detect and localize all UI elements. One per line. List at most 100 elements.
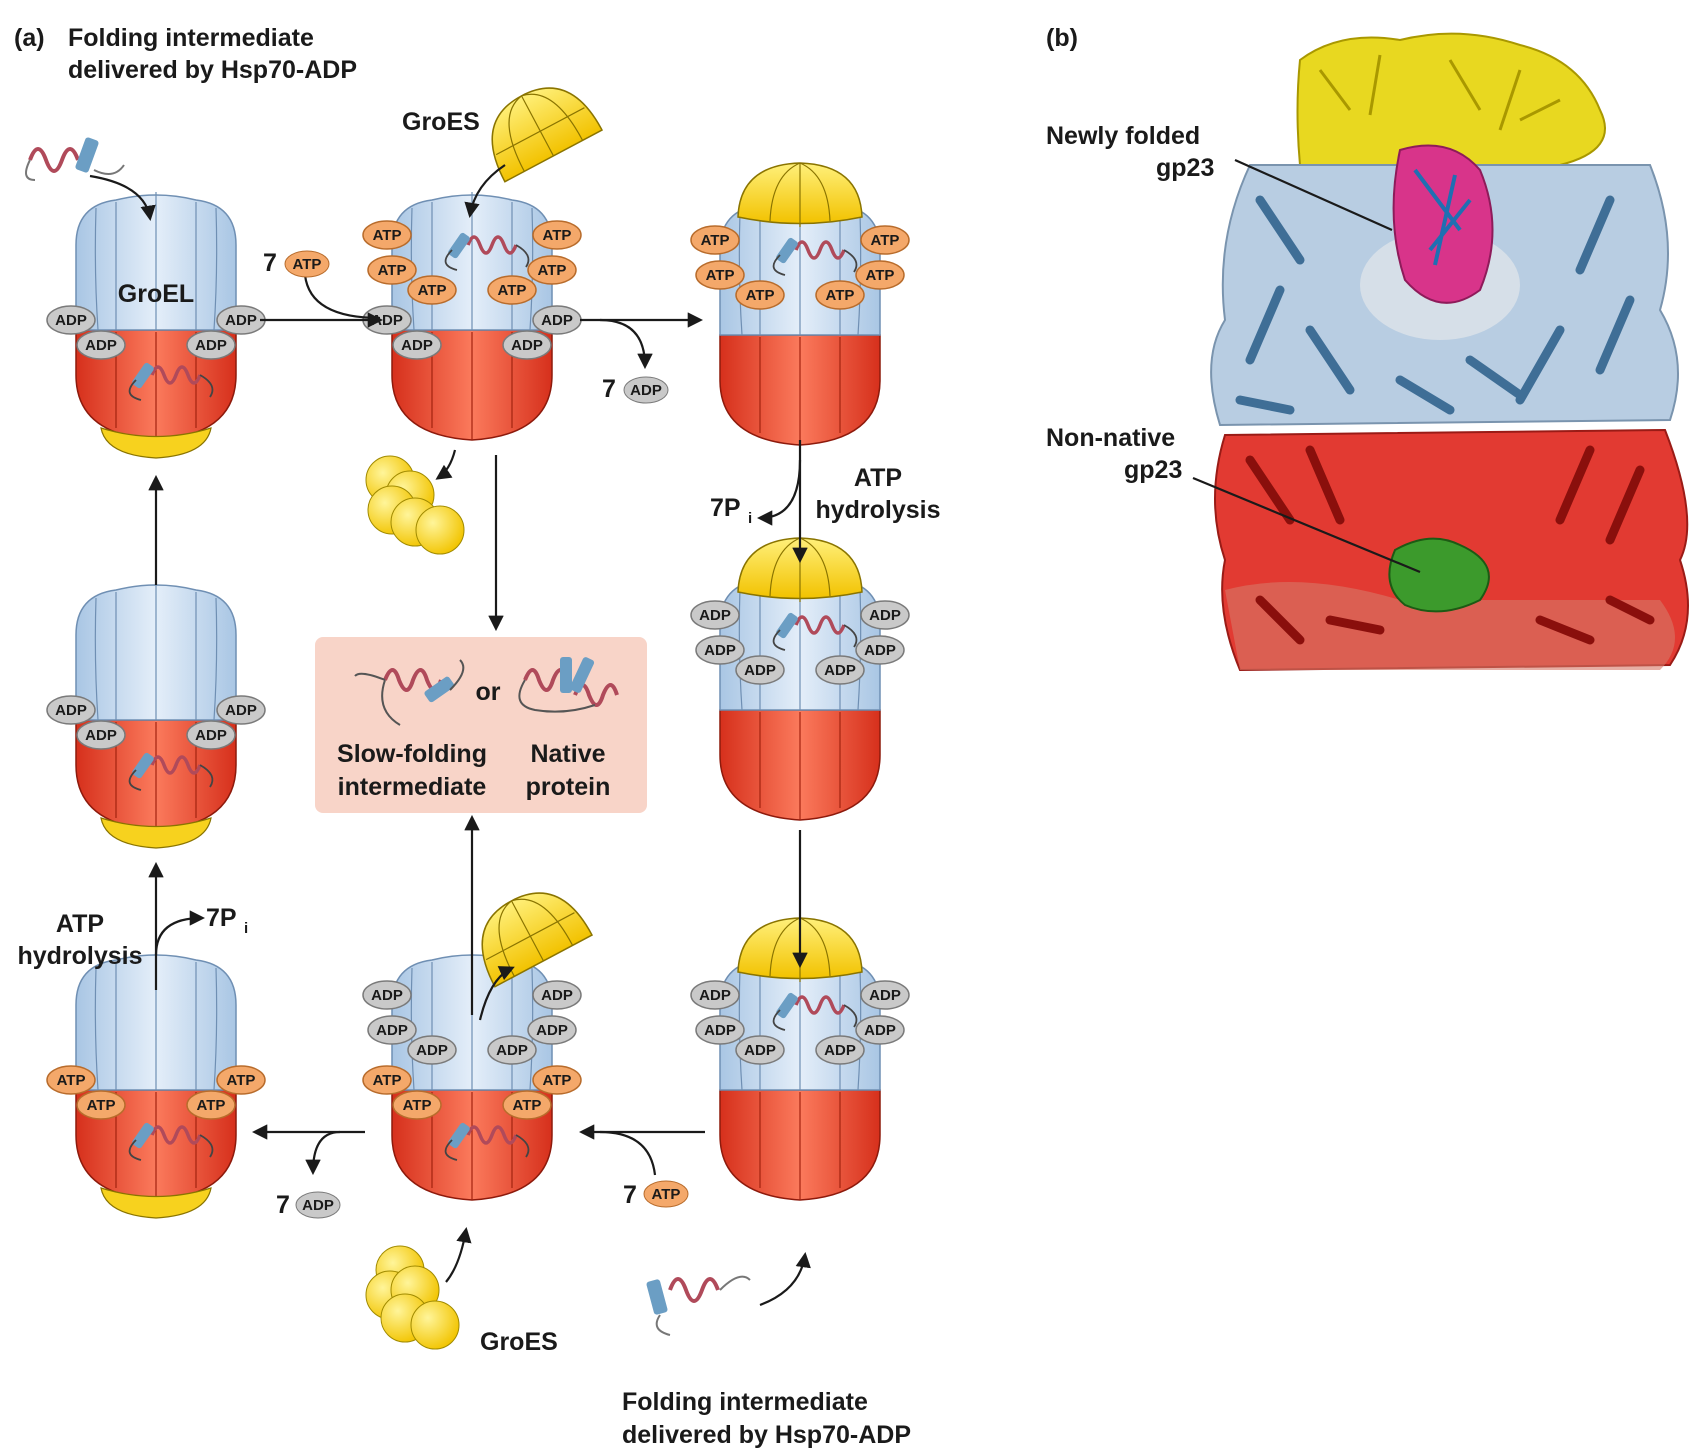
arrow-pi-release-2 [154,910,206,956]
seven-atp-in-1: 7 ATP [263,249,330,278]
delivered-protein-top [25,137,125,181]
svg-text:ATP: ATP [378,262,407,279]
nonnative-label-line1: Non-native [1046,424,1175,452]
groes-ball-cluster-bottom [365,1245,460,1350]
adp-chip: ADP [186,330,236,360]
atp-chip: ATP [532,220,582,250]
native-protein-label-line2: protein [526,773,611,801]
adp-chip: ADP [695,635,745,665]
atp-chip: ATP [487,275,537,305]
atp-hydrolysis-1-line2: hydrolysis [815,496,940,524]
adp-chip: ADP [76,720,126,750]
svg-text:i: i [244,920,248,937]
svg-text:ADP: ADP [371,987,403,1004]
svg-text:ADP: ADP [416,1042,448,1059]
svg-text:7: 7 [263,249,277,277]
adp-chip: ADP [860,980,910,1010]
substrate-protein-icon [128,362,214,401]
svg-text:ADP: ADP [630,382,662,399]
adp-chip: ADP [392,330,442,360]
newly-folded-label-line1: Newly folded [1046,122,1200,150]
seven-pi-out-1: 7P i [710,494,752,527]
groel-label: GroEL [118,280,194,308]
slow-folding-label-line1: Slow-folding [337,740,487,768]
svg-text:ADP: ADP [541,987,573,1004]
top-delivery-label-line1: Folding intermediate [68,24,314,52]
cryo-em-structure [1192,32,1689,672]
adp-chip: ADP [735,1035,785,1065]
svg-text:ADP: ADP [225,702,257,719]
native-protein-label-line1: Native [530,740,605,768]
svg-text:ADP: ADP [195,337,227,354]
adp-chip: ADP [855,1015,905,1045]
or-label: or [476,678,501,706]
adp-chip: ADP [690,980,740,1010]
svg-text:ATP: ATP [652,1186,681,1203]
atp-chip: ATP [362,1065,412,1095]
svg-text:ATP: ATP [706,267,735,284]
native-protein-icon [518,657,619,713]
svg-text:ATP: ATP [373,1072,402,1089]
svg-text:ATP: ATP [543,1072,572,1089]
delivered-protein-bottom [646,1275,751,1336]
groes-label-bottom: GroES [480,1328,558,1356]
adp-chip: ADP [46,305,96,335]
leader-line-newly-folded [1234,158,1393,232]
atp-chip: ATP [392,1090,442,1120]
seven-adp-out-1: 7 ADP [602,375,669,404]
svg-text:ATP: ATP [418,282,447,299]
arrow-atp-join-1 [303,274,381,320]
slow-folding-label-line2: intermediate [338,773,487,801]
adp-chip: ADP [815,1035,865,1065]
seven-pi-out-2: 7P i [206,904,248,937]
substrate-protein-icon [128,1122,214,1161]
svg-text:ATP: ATP [871,232,900,249]
adp-chip: ADP [690,600,740,630]
atp-chip: ATP [532,1065,582,1095]
svg-text:ADP: ADP [85,337,117,354]
newly-folded-label-line2: gp23 [1156,154,1214,182]
arrow-adp-release-2 [305,1130,341,1176]
arrow-pi-release-1 [756,459,802,526]
adp-chip: ADP [186,720,236,750]
svg-text:ADP: ADP [302,1197,334,1214]
adp-chip: ADP [855,635,905,665]
substrate-protein-icon [444,232,530,271]
svg-text:ADP: ADP [401,337,433,354]
svg-text:ADP: ADP [496,1042,528,1059]
atp-chip: ATP [502,1090,552,1120]
atp-chip: ATP [76,1090,126,1120]
atp-chip: ATP [527,255,577,285]
seven-adp-out-2: 7 ADP [276,1191,341,1219]
svg-text:7: 7 [623,1181,637,1209]
svg-text:7: 7 [276,1191,290,1219]
svg-text:ATP: ATP [826,287,855,304]
arrow-adp-release-1 [599,318,653,370]
svg-text:ATP: ATP [746,287,775,304]
svg-text:ADP: ADP [536,1022,568,1039]
adp-chip: ADP [695,1015,745,1045]
adp-chip: ADP [367,1015,417,1045]
top-delivery-label-line2: delivered by Hsp70-ADP [68,56,357,84]
seven-atp-in-2: 7 ATP [623,1180,689,1209]
svg-text:ADP: ADP [744,662,776,679]
svg-text:ATP: ATP [403,1097,432,1114]
arrow-delivery-bottom [759,1251,811,1307]
svg-text:ADP: ADP [744,1042,776,1059]
svg-text:ADP: ADP [55,702,87,719]
atp-chip: ATP [855,260,905,290]
atp-hydrolysis-1-line1: ATP [854,464,902,492]
substrate-protein-icon [772,992,858,1031]
arrow-delivery-top [89,174,156,222]
svg-text:ADP: ADP [869,607,901,624]
adp-chip: ADP [362,980,412,1010]
adp-chip: ADP [532,980,582,1010]
atp-chip: ATP [695,260,745,290]
arrow-groes-release-top [435,449,457,480]
svg-text:ATP: ATP [87,1097,116,1114]
bottom-delivery-label-line1: Folding intermediate [622,1388,868,1416]
svg-text:ATP: ATP [373,227,402,244]
